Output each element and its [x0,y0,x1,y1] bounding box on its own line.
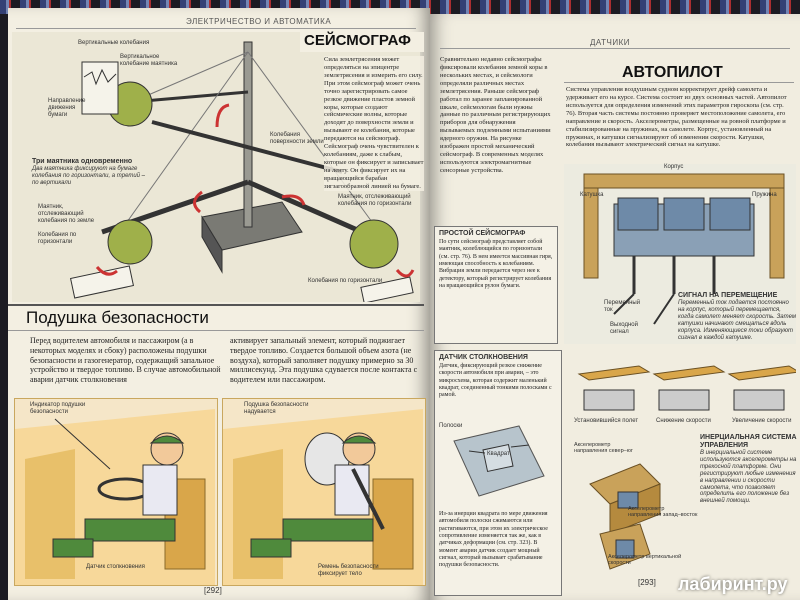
accelerometer-drawing [583,173,785,325]
seismograph-title: СЕЙСМОГРАФ [304,32,411,49]
three-pendulums-text: Два маятника фиксируют на бумаге колебан… [32,166,146,186]
airbag-text-left: Перед водителем автомобиля и пассажиром … [30,336,221,384]
caption-airbag-indicator: Индикатор подушки безопасности [30,402,86,415]
caption-alternating-current: Переменный ток [604,300,641,313]
three-pendulums-note: Три маятника одновременно Два маятника ф… [32,158,152,187]
inertial-note: ИНЕРЦИАЛЬНАЯ СИСТЕМА УПРАВЛЕНИЯ В инерци… [700,434,798,505]
autopilot-rule [564,82,794,83]
autopilot-title: АВТОПИЛОТ [622,64,723,81]
caption-strips: Полоски [439,423,463,429]
airbag-title: Подушка безопасности [26,308,209,327]
accelerometer-illustration [564,164,796,344]
caption-crash-sensor: Датчик столкновения [86,564,145,570]
inertial-title: ИНЕРЦИАЛЬНАЯ СИСТЕМА УПРАВЛЕНИЯ [700,434,797,450]
car-illustration-after [222,398,426,586]
caption-vertical-pendulum: Вертикальное колебание маятника [120,54,178,67]
crash-sensor-title: ДАТЧИК СТОЛКНОВЕНИЯ [439,354,528,361]
autopilot-text: Система управления воздушным судном корр… [566,86,787,149]
caption-seatbelt: Ремень безопасности фиксирует тело [318,564,379,577]
driver-drawing-after [223,409,423,585]
caption-horizontal-right: Колебания по горизонтали [308,278,383,284]
header-rule-right [440,48,790,49]
left-page: ЭЛЕКТРИЧЕСТВО И АВТОМАТИКА [8,8,430,600]
inertial-illustration [580,444,700,584]
right-page: ДАТЧИКИ Сравнительно недавно сейсмографы… [430,14,800,600]
caption-steady-flight: Установившийся полет [574,418,639,424]
signal-text: Переменный ток подается постоянно на кор… [678,300,796,341]
caption-horizontal-left: Колебания по горизонтали [38,232,77,245]
caption-paper-direction: Направление движения бумаги [48,98,86,118]
section-rule [8,304,424,306]
caption-spring: Пружина [752,192,777,198]
car-illustration-before [14,398,218,586]
page-number-right: [293] [638,578,656,587]
page-number-left: [292] [204,586,222,595]
plane-states-drawing [577,365,800,411]
crash-sensor-text: Датчик, фиксирующий резкое снижение скор… [439,363,552,399]
driver-drawing-before [15,409,215,585]
inertial-text: В инерциальной системе используются аксе… [700,450,797,505]
caption-pendulum-right: Маятник, отслеживающий колебания по гори… [338,194,412,207]
seismograph-text: Сила землетрясения может определяться на… [324,56,424,191]
section-header-right: ДАТЧИКИ [590,38,631,47]
seismograph-title-box: СЕЙСМОГРАФ [300,32,424,52]
caption-acc-north-south: Акселерометр направления север–юг [574,442,633,455]
caption-body: Корпус [664,164,684,170]
caption-acc-vertical: Акселерометр вертикальной скорости [608,554,682,567]
seismograph-drawing [69,41,415,304]
seismograph-column-text: Сравнительно недавно сейсмографы фиксиро… [440,56,551,174]
caption-slowdown: Снижение скорости [656,418,711,424]
simple-seismograph-box: ПРОСТОЙ СЕЙСМОГРАФ По сути сейсмограф пр… [434,226,558,344]
inertial-drawing [589,463,661,570]
crash-sensor-bottom-text: Из-за инерции квадрата по мере движения … [439,511,548,569]
simple-seismograph-title: ПРОСТОЙ СЕЙСМОГРАФ [439,230,526,237]
airbag-text-right: активирует запальный элемент, который по… [230,336,418,384]
three-pendulums-title: Три маятника одновременно [32,158,133,165]
caption-coil: Катушка [580,192,604,198]
caption-acc-west-east: Акселерометр направления запад–восток [628,506,698,519]
caption-speedup: Увеличение скорости [732,418,792,424]
caption-output-signal: Выходной сигнал [610,322,638,335]
header-rule [16,28,416,29]
caption-vertical: Вертикальные колебания [78,40,150,46]
crash-sensor-box: ДАТЧИК СТОЛКНОВЕНИЯ Датчик, фиксирующий … [434,350,562,596]
signal-note: СИГНАЛ НА ПЕРЕМЕЩЕНИЕ Переменный ток под… [678,292,796,341]
caption-airbag-inflates: Подушка безопасности надувается [244,402,309,415]
watermark: лабиринт.ру [678,574,788,594]
plane-states [574,354,800,414]
caption-ground-oscillation: Колебания поверхности земли [270,132,324,145]
simple-seismograph-text: По сути сейсмограф представляет собой ма… [439,239,553,289]
caption-square: Квадрат [487,451,510,457]
section-header: ЭЛЕКТРИЧЕСТВО И АВТОМАТИКА [186,17,332,26]
caption-pendulum-left: Маятник, отслеживающий колебания по земл… [38,204,95,224]
crash-sensor-chip-drawing [453,425,545,497]
airbag-rule [8,330,424,331]
signal-title: СИГНАЛ НА ПЕРЕМЕЩЕНИЕ [678,292,778,299]
